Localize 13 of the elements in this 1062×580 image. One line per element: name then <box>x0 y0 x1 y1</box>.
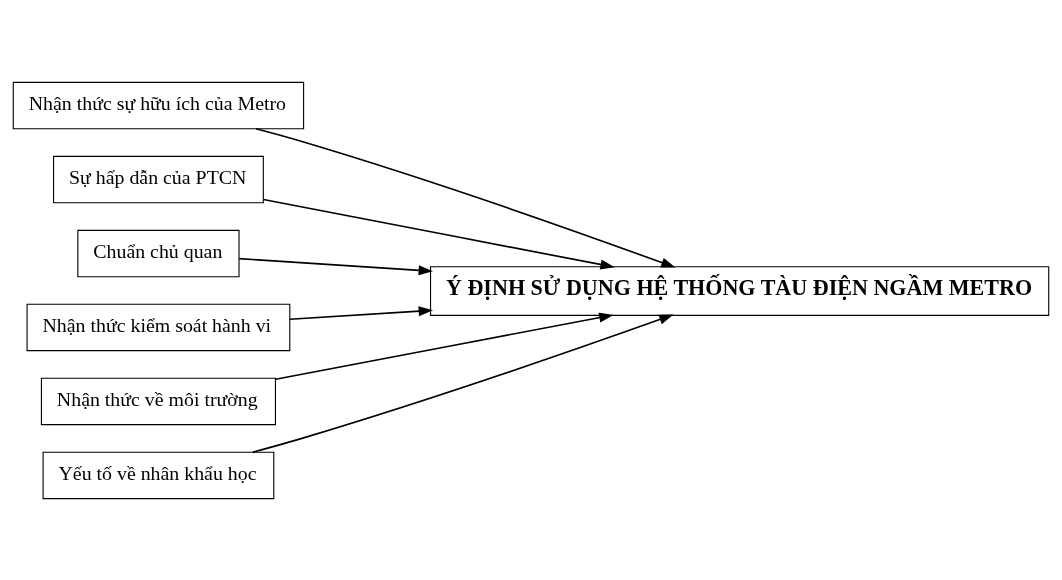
node-box: Chuẩn chủ quan <box>77 229 240 277</box>
node-box: Nhận thức về môi trường <box>40 377 276 425</box>
arrow <box>262 198 615 269</box>
arrow <box>274 312 614 380</box>
node-box: Sự hấp dẫn của PTCN <box>53 155 264 203</box>
arrow <box>289 305 433 320</box>
arrow <box>238 257 433 275</box>
node-box: Ý ĐỊNH SỬ DỤNG HỆ THỐNG TÀU ĐIỆN NGẦM METRO <box>430 265 1050 316</box>
node-box: Nhận thức kiểm soát hành vi <box>26 303 291 351</box>
arrow <box>251 314 674 453</box>
node-box: Yếu tố về nhân khẩu học <box>42 451 275 499</box>
node-box: Nhận thức sự hữu ích của Metro <box>12 81 305 129</box>
arrow <box>255 127 676 268</box>
